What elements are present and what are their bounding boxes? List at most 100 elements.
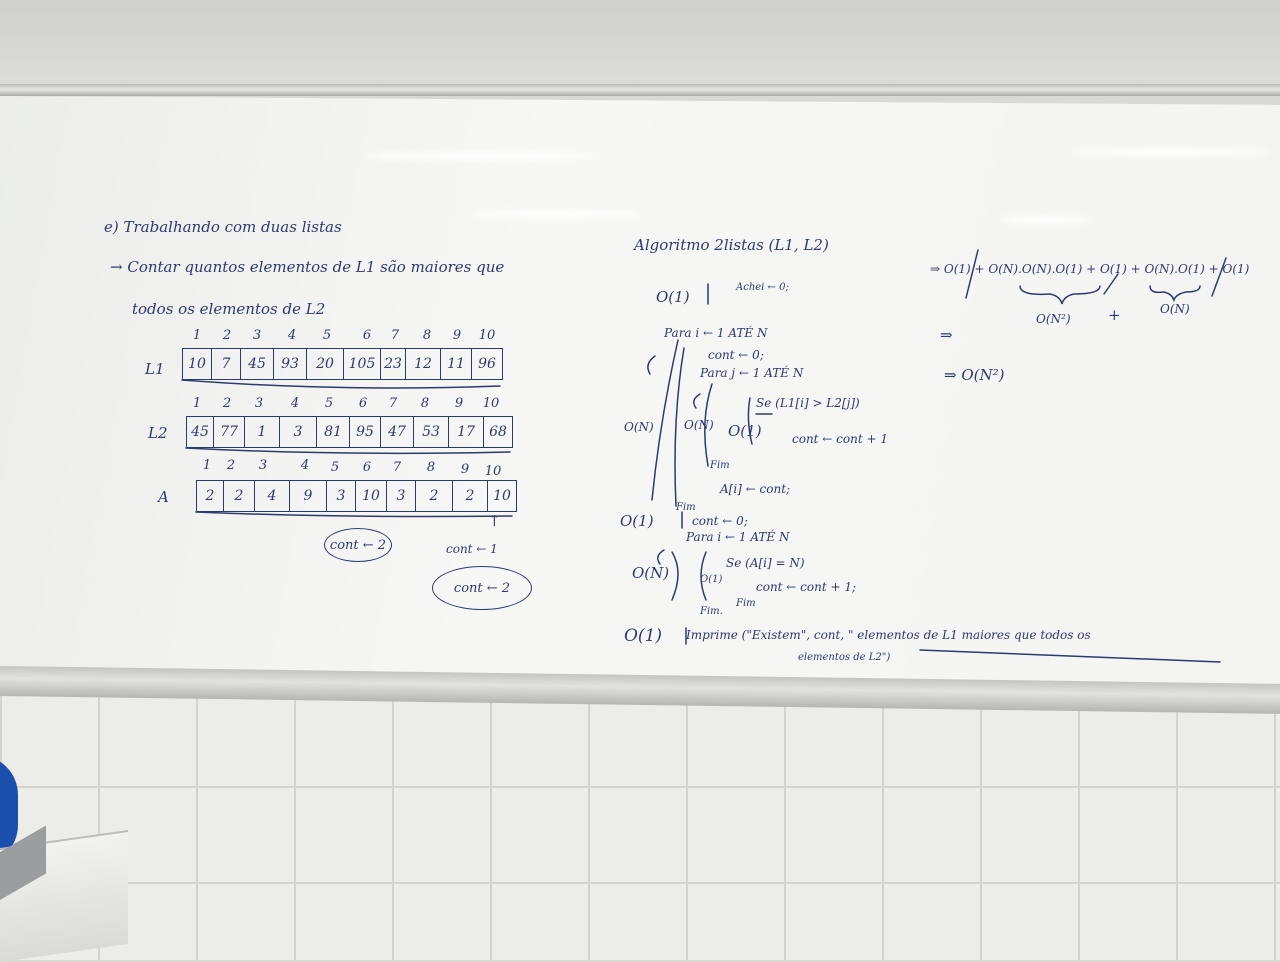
- l2-cell: 1: [245, 417, 280, 447]
- l2-cell: 77: [214, 417, 245, 447]
- underline-print: [919, 649, 1221, 663]
- cont-increment-2: cont ← cont + 1;: [756, 580, 857, 594]
- complexity-loop-3: O(N): [632, 564, 670, 582]
- a-cell: 2: [416, 481, 453, 511]
- loop-bracket-3: [671, 551, 679, 601]
- a-array: 2 2 4 9 3 10 3 2 2 10: [196, 480, 517, 512]
- blue-chair: [0, 755, 18, 865]
- complexity-loop-3-body: O(1): [700, 574, 723, 585]
- if-condition: Se (L1[i] > L2[j]): [756, 396, 860, 410]
- a-cell: 4: [255, 481, 290, 511]
- complexity-inner-body: O(1): [728, 422, 762, 440]
- a-cell: 2: [224, 481, 255, 511]
- complexity-sub-quadratic: O(N²): [1036, 312, 1071, 326]
- l2-underline: [185, 447, 511, 455]
- complexity-plus: +: [1108, 306, 1121, 324]
- fim-if: Fim: [736, 598, 756, 609]
- a-label: A: [158, 488, 169, 506]
- achei-line: Achei ← 0;: [736, 282, 789, 293]
- complexity-outer-loop: O(N): [624, 420, 654, 434]
- l1-cell: 20: [307, 349, 344, 379]
- light-reflection: [1070, 148, 1270, 156]
- l1-cell: 10: [183, 349, 212, 379]
- a-cell: 3: [327, 481, 356, 511]
- a-cell: 10: [356, 481, 387, 511]
- l2-cell: 95: [350, 417, 381, 447]
- whiteboard-top-rail: [0, 84, 1280, 96]
- loop-bracket-outer: [651, 339, 679, 501]
- complexity-o1-print: O(1): [624, 626, 663, 646]
- complexity-sum: ⇒ O(1) + O(N).O(N).O(1) + O(1) + O(N).O(…: [930, 262, 1250, 276]
- l2-array: 45 77 1 3 81 95 47 53 17 68: [186, 416, 513, 448]
- brace-quadratic: [1019, 285, 1101, 305]
- l2-cell: 45: [187, 417, 214, 447]
- l2-cell: 53: [414, 417, 449, 447]
- l1-cell: 23: [381, 349, 406, 379]
- l2-cell: 47: [381, 417, 414, 447]
- print-statement: Imprime ("Existem", cont, " elementos de…: [686, 628, 1091, 642]
- a-cell: 9: [290, 481, 327, 511]
- loop-arrow-2: [693, 393, 701, 409]
- complexity-result: ⇒ O(N²): [944, 366, 1005, 384]
- algorithm-title: Algoritmo 2listas (L1, L2): [634, 236, 829, 254]
- l1-cell: 105: [344, 349, 381, 379]
- para-loop-1: Para i ← 1 ATÉ N: [664, 326, 768, 340]
- l1-underline: [181, 379, 501, 389]
- fim-loop-3: Fim.: [700, 606, 723, 617]
- a-underline: [195, 511, 513, 518]
- l2-cell: 3: [280, 417, 317, 447]
- l1-label: L1: [145, 360, 165, 378]
- loop-bracket-3-inner: [700, 551, 707, 601]
- left-line-2: todos os elementos de L2: [132, 300, 326, 318]
- a-cell: 3: [387, 481, 416, 511]
- array-assign: A[i] ← cont;: [720, 482, 791, 496]
- fim-outer: Fim: [676, 502, 696, 513]
- cont-reset: cont ← 0;: [708, 348, 764, 362]
- l1-cell: 93: [274, 349, 307, 379]
- print-statement-cont: elementos de L2"): [798, 652, 891, 663]
- para-loop-3: Para i ← 1 ATÉ N: [686, 530, 790, 544]
- left-line-1: → Contar quantos elementos de L1 são mai…: [110, 258, 505, 276]
- complexity-o1-b: O(1): [620, 512, 654, 530]
- loop-bracket-inner: [704, 383, 713, 467]
- a-cell: 10: [493, 488, 511, 504]
- light-reflection: [360, 152, 600, 160]
- complexity-o1: O(1): [656, 288, 690, 306]
- a-cell: 2: [453, 481, 488, 511]
- implies-arrow: ⇒: [940, 326, 953, 344]
- slash-2: [1103, 273, 1119, 295]
- l2-cell: 17: [449, 417, 484, 447]
- cont-increment: cont ← cont + 1: [792, 432, 888, 446]
- loop-bracket-2: [674, 347, 685, 507]
- l1-cell: 11: [441, 349, 472, 379]
- cont-line: cont ← 1: [446, 542, 498, 556]
- l2-cell: 68: [489, 424, 507, 440]
- l2-label: L2: [148, 424, 168, 442]
- fim-inner: Fim: [710, 460, 730, 471]
- cont-reset-b: cont ← 0;: [692, 514, 748, 528]
- wall-top: [0, 0, 1280, 80]
- loop-arrow-1: [647, 355, 656, 375]
- para-loop-2: Para j ← 1 ATÉ N: [700, 366, 804, 380]
- if-condition-2: Se (A[i] = N): [726, 556, 805, 570]
- tiled-wall: [0, 690, 1280, 960]
- brace-linear: [1149, 285, 1201, 303]
- left-heading: e) Trabalhando com duas listas: [104, 218, 342, 236]
- light-reflection: [470, 210, 640, 218]
- l1-cell: 96: [478, 356, 496, 372]
- l2-cell: 81: [317, 417, 350, 447]
- slash-3: [1211, 257, 1227, 297]
- cont-oval-1: cont ← 2: [324, 528, 392, 562]
- slash-1: [965, 249, 979, 299]
- l1-cell: 45: [241, 349, 274, 379]
- loop-arrow-3: [657, 549, 665, 565]
- a-cell: 2: [197, 481, 224, 511]
- complexity-sub-linear: O(N): [1160, 302, 1190, 316]
- light-reflection: [1000, 216, 1090, 224]
- l1-cell: 7: [212, 349, 241, 379]
- l1-cell: 12: [406, 349, 441, 379]
- complexity-inner-loop: O(N): [684, 418, 714, 432]
- loop-bracket-body: [747, 397, 753, 445]
- l1-array: 10 7 45 93 20 105 23 12 11 96: [182, 348, 503, 380]
